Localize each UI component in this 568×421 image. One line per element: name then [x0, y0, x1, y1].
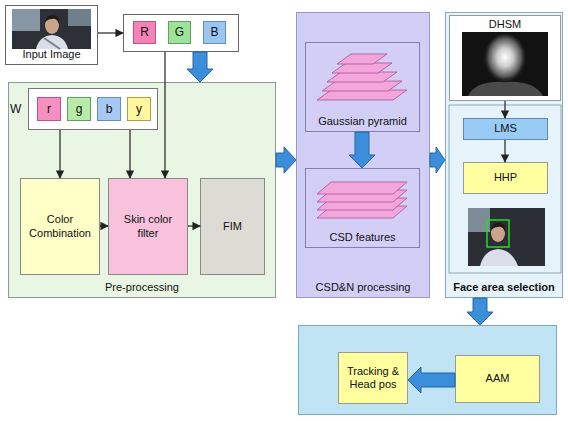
node-label: Input Image [19, 48, 83, 61]
node-label: CSD features [326, 231, 398, 244]
node-label: G [172, 25, 187, 39]
dhsm-map [462, 32, 548, 96]
flow-arrow [188, 225, 200, 226]
input-photo [12, 9, 91, 49]
weight-group: Wrgby [28, 88, 158, 130]
channel-group: RGB [123, 14, 239, 52]
block-arrow [187, 52, 213, 82]
flow-arrow [504, 140, 505, 162]
channel-box: G [168, 21, 191, 44]
node-label: W [10, 102, 21, 116]
flow-arrow [98, 32, 123, 33]
process-box: AAM [455, 355, 540, 403]
process-box: Tracking & Head pos [338, 352, 408, 404]
process-box: Skin color filter [108, 178, 188, 275]
channel-box: B [203, 21, 226, 44]
flow-arrow [164, 52, 165, 178]
node-label: r [44, 102, 54, 116]
node-label: Color Combination [21, 213, 99, 239]
weight-box: b [97, 97, 121, 121]
node-label: Skin color filter [109, 213, 187, 239]
node-label: AAM [483, 372, 513, 385]
process-box: FIM [200, 178, 265, 275]
node-label: y [133, 102, 145, 116]
stage-panel: Tracking & Head pos AAM [298, 325, 557, 415]
node-label: R [137, 25, 152, 39]
node-label: FIM [220, 220, 245, 233]
node-label: Pre-processing [102, 281, 182, 294]
weight-box: y [127, 97, 151, 121]
node-label: g [73, 102, 86, 116]
process-box: LMS [463, 118, 548, 140]
weight-box: r [37, 97, 61, 121]
node-label: Tracking & Head pos [339, 365, 407, 391]
face-detection-photo [468, 208, 545, 266]
node-label: LMS [491, 122, 520, 135]
process-box: HHP [463, 162, 548, 194]
flow-arrow [129, 130, 130, 178]
node-label: b [103, 102, 116, 116]
node-label: Gaussian pyramid [315, 115, 410, 128]
flow-arrow [100, 225, 108, 226]
process-box: Color Combination [20, 178, 100, 275]
node-label: CSD&N processing [313, 281, 414, 294]
node-label: B [207, 25, 221, 39]
node-label: DHSM [486, 18, 524, 31]
block-arrow [276, 147, 296, 173]
block-arrow [430, 147, 445, 173]
node-label: Face area selection [450, 281, 558, 294]
stage-panel: Pre-processing Wr g b yColor Combination Skin… [8, 82, 276, 298]
flow-arrow [59, 130, 60, 178]
channel-box: R [133, 21, 156, 44]
node-label: HHP [491, 171, 520, 184]
csd-feature-stack [317, 182, 407, 218]
flow-arrow [504, 101, 505, 118]
weight-box: g [67, 97, 91, 121]
block-arrow [467, 298, 493, 325]
